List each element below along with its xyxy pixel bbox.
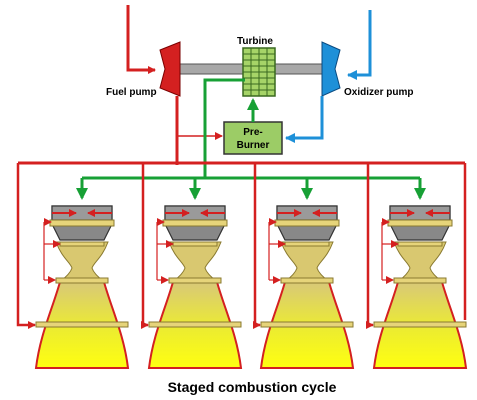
engine-band-upper — [274, 219, 340, 227]
engine-band-mid — [59, 241, 105, 247]
engine-band-nozzle — [260, 321, 354, 328]
engine-band-lower — [168, 277, 222, 284]
turbine-exhaust-line — [203, 78, 245, 178]
engine-throat — [55, 241, 109, 283]
engine-fuel-feed — [253, 163, 261, 329]
engine-band-nozzle — [373, 321, 467, 328]
fuel-pump — [159, 41, 181, 97]
engine-fuel-feed — [366, 163, 374, 329]
turbine — [242, 47, 276, 97]
engine-band-mid — [284, 241, 330, 247]
engines — [16, 163, 468, 369]
fuel-pump-label: Fuel pump — [106, 87, 157, 98]
engine-band-upper — [49, 219, 115, 227]
engine-band-nozzle — [35, 321, 129, 328]
engine-throat — [393, 241, 447, 283]
diagram-caption: Staged combustion cycle — [168, 379, 337, 395]
engine-band-lower — [280, 277, 334, 284]
engine-band-upper — [162, 219, 228, 227]
engine-band-lower — [55, 277, 109, 284]
fuel-inlet-line — [126, 5, 156, 74]
engine-fuel-feed — [141, 163, 149, 329]
engine-fuel-feed — [16, 163, 36, 329]
oxidizer-pump — [321, 41, 341, 97]
preburner-label-line1: Pre- — [243, 127, 262, 138]
engine-band-lower — [393, 277, 447, 284]
engine-band-nozzle — [148, 321, 242, 328]
engine-band-mid — [397, 241, 443, 247]
turbine-label: Turbine — [237, 36, 273, 47]
oxidizer-to-preburner-line — [285, 96, 324, 143]
preburner — [223, 121, 283, 155]
preburner-label-line2: Burner — [237, 140, 270, 151]
engine-throat — [280, 241, 334, 283]
oxidizer-inlet-line — [347, 10, 372, 80]
engine-band-upper — [387, 219, 453, 227]
oxidizer-pump-label: Oxidizer pump — [344, 87, 413, 98]
engine-throat — [168, 241, 222, 283]
engine-band-mid — [172, 241, 218, 247]
